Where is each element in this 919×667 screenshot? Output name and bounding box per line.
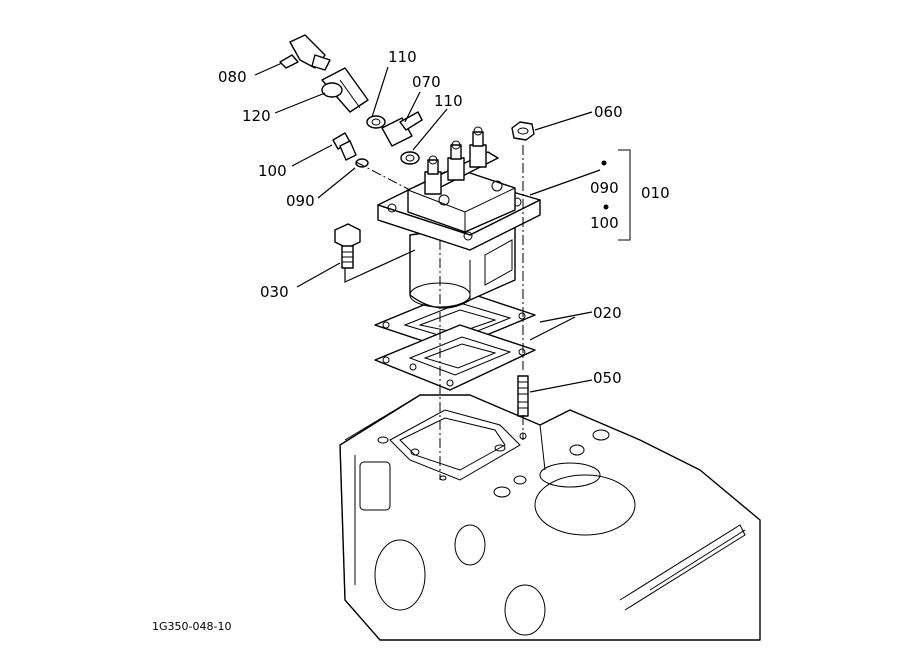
screw-100-left [332,132,357,161]
delivery-valve-2 [447,140,465,181]
callout-090-right: 090 [590,179,619,197]
stud-050 [517,375,529,417]
callout-090-left: 090 [286,192,315,210]
nut-060 [511,121,535,141]
banjo-fitting-080 [279,34,331,71]
bullet-dot [601,160,607,166]
delivery-valve-3 [469,126,487,168]
fitting-070 [381,111,423,147]
callout-020: 020 [593,304,622,322]
callout-030: 030 [260,283,289,301]
washer-090-left [355,158,369,168]
washer-110-mid [400,151,420,165]
assembly-axis-lines [355,145,527,480]
figure-code: 1G350-048-10 [152,620,231,633]
callout-080: 080 [218,68,247,86]
callout-100-left: 100 [258,162,287,180]
engine-block [339,394,761,641]
gasket-lower [374,324,536,391]
callout-050: 050 [593,369,622,387]
callout-120: 120 [242,107,271,125]
bolt-030 [334,223,361,269]
callout-110-top: 110 [388,48,417,66]
bullet-dot [603,204,609,210]
washer-110-top [366,115,386,129]
callout-110-mid: 110 [434,92,463,110]
callout-010: 010 [641,184,670,202]
callout-070: 070 [412,73,441,91]
callout-100-right: 100 [590,214,619,232]
callout-060: 060 [594,103,623,121]
hollow-bolt-120 [321,67,369,113]
leader-lines [254,62,631,393]
delivery-valve-1 [424,155,442,195]
injection-pump [377,126,541,309]
